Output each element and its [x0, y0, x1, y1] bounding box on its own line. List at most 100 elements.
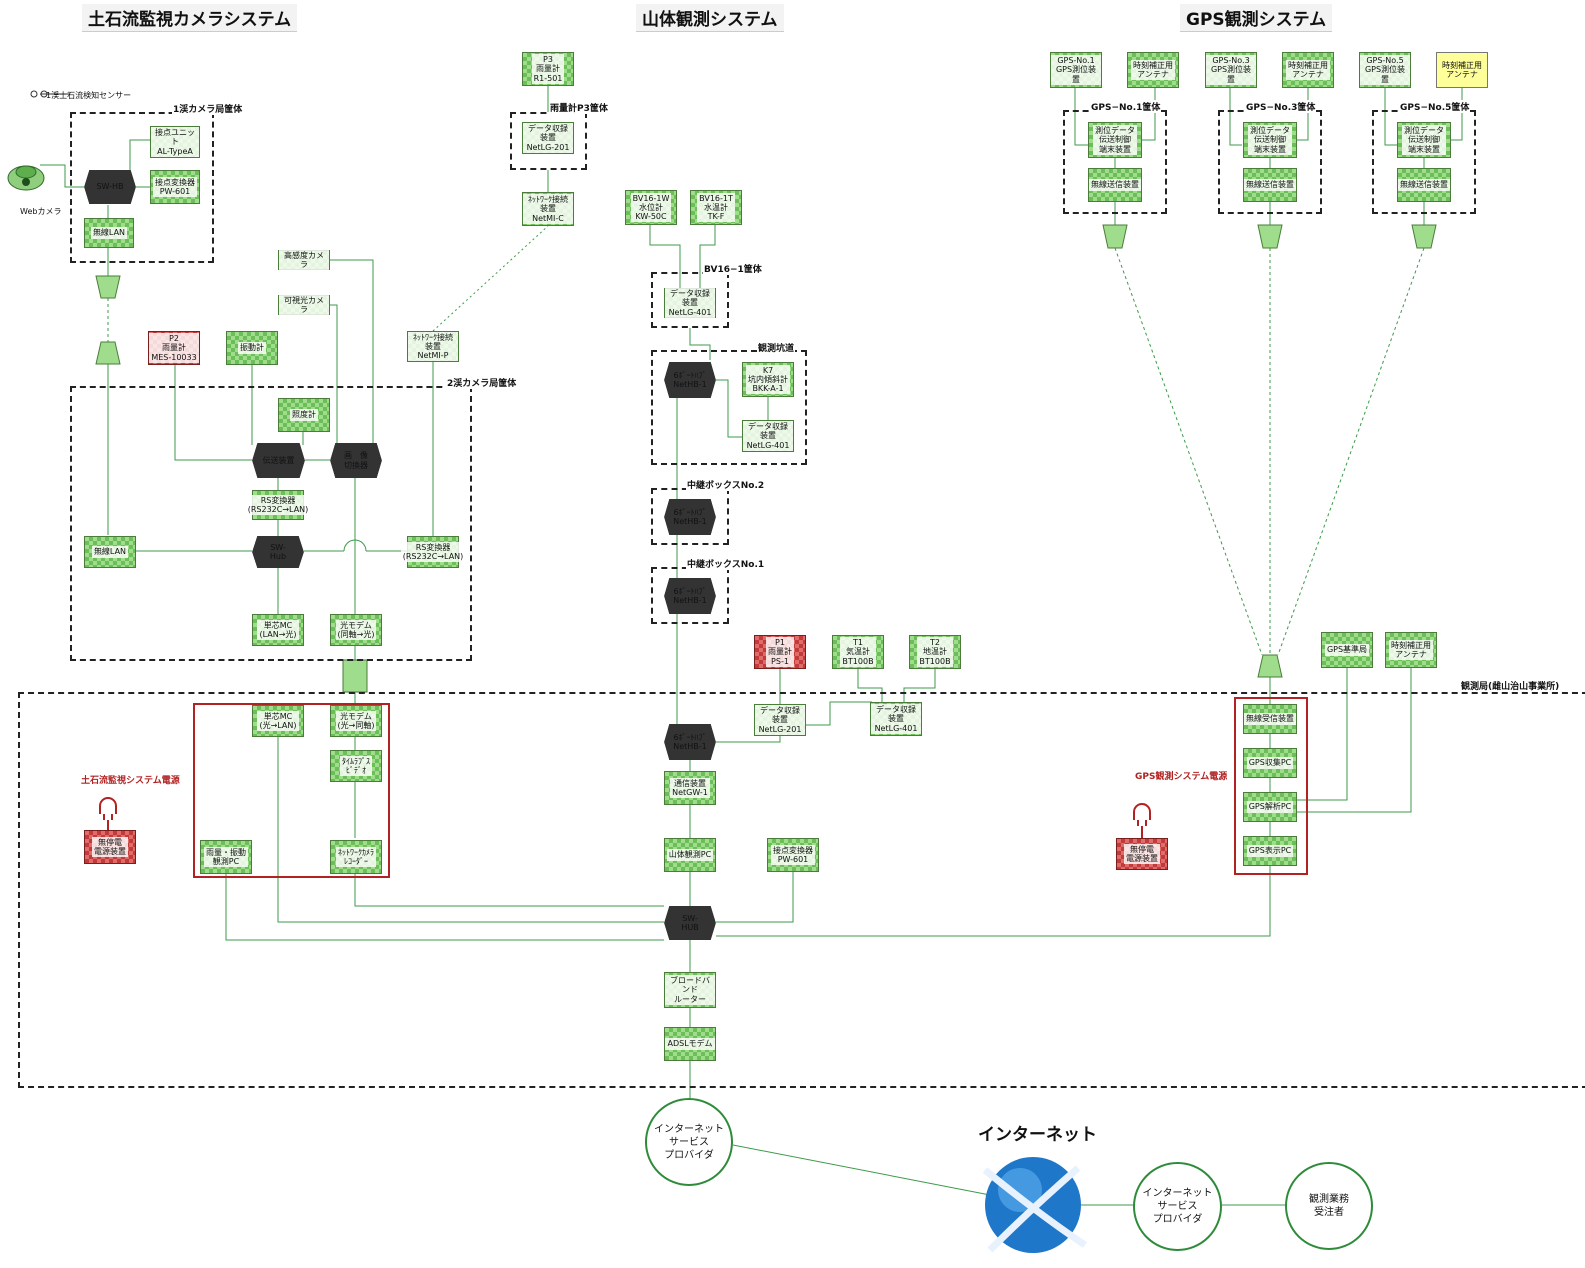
ups-debris: 無停電 電源装置	[84, 830, 136, 864]
main-sw-hub: SW- HUB	[664, 906, 716, 940]
port-hub-b: 6ﾎﾟｰﾄﾊﾌﾞ NetHB-1	[664, 499, 716, 535]
gps-system-title: GPS観測システム	[1180, 4, 1333, 32]
port-hub-a: 6ﾎﾟｰﾄﾊﾌﾞ NetHB-1	[664, 362, 716, 398]
wireless-lan-2: 無線LAN	[84, 536, 136, 568]
optical-modem-1: 光モデム (同軸→光)	[330, 614, 382, 646]
mountain-observation-pc-label: 山体観測PC	[666, 849, 714, 861]
vibration-meter-label: 振動計	[238, 342, 266, 354]
gps-controller-1-label: 測位データ 伝送制御 端末装置	[1093, 125, 1137, 155]
contact-converter-1: 接点変換器 PW-601	[150, 170, 200, 204]
video-switcher-label: 画 像 切換器	[344, 451, 368, 470]
raingauge-p3-enclosure-label: 雨量計P3筐体	[549, 101, 609, 114]
camera2-enclosure-frame	[70, 386, 472, 661]
internet-globe-icon	[982, 1157, 1087, 1253]
sw-hub-2: SW- Hub	[252, 536, 304, 568]
radio-transmitter-5: 無線送信装置	[1397, 168, 1451, 202]
gps-receiver-1-label: GPS-No.1 GPS測位装置	[1051, 55, 1101, 85]
data-logger-netlg401-a-label: データ収録装置 NetLG-401	[665, 288, 715, 318]
netmi-c-label: ﾈｯﾄﾜｰｸ接続装置 NetMI-C	[523, 194, 573, 224]
port-hub-d: 6ﾎﾟｰﾄﾊﾌﾞ NetHB-1	[664, 724, 716, 760]
raingauge-p2-label: P2 雨量計 MES-10033	[149, 333, 199, 363]
tunnel-inclinometer-k7: K7 坑内傾斜計 BKK-A-1	[742, 362, 794, 397]
timelapse-video: ﾀｲﾑﾗﾌﾟｽ ﾋﾞﾃﾞｵ	[330, 750, 382, 782]
observation-station-label: 観測局(雌山治山事業所)	[1460, 679, 1561, 692]
transmission-device-label: 伝送装置	[262, 455, 295, 465]
raingauge-p1-label: P1 雨量計 PS-1	[766, 637, 794, 667]
gps-controller-1: 測位データ 伝送制御 端末装置	[1088, 122, 1142, 158]
data-logger-netlg401-b: データ収録装置 NetLG-401	[742, 420, 794, 452]
visible-light-camera-label: 可視光カメラ	[279, 294, 329, 316]
gps-display-pc: GPS表示PC	[1243, 836, 1297, 866]
time-antenna-5-label: 時刻補正用 アンテナ	[1442, 60, 1482, 79]
time-antenna-base-label: 時刻補正用 アンテナ	[1389, 639, 1433, 661]
port-hub-d-label: 6ﾎﾟｰﾄﾊﾌﾞ NetHB-1	[673, 732, 707, 751]
debris-sensor-label: 1渓土石流検知センサー	[46, 91, 132, 100]
webcam-icon	[7, 165, 45, 191]
tunnel-inclinometer-k7-label: K7 坑内傾斜計 BKK-A-1	[746, 364, 790, 395]
relaybox1-label: 中継ボックスNo.1	[686, 557, 766, 570]
illuminance-meter-label: 照度計	[290, 409, 318, 421]
air-thermometer-t1-label: T1 気温計 BT100B	[840, 637, 876, 667]
data-logger-netlg201-a: データ収録装置 NetLG-201	[522, 122, 574, 154]
wireless-lan-1-label: 無線LAN	[90, 227, 128, 239]
gps5-enclosure-label: GPS−No.5筐体	[1399, 100, 1471, 113]
optical-modem-1-label: 光モデム (同軸→光)	[335, 619, 377, 641]
gps3-enclosure-label: GPS−No.3筐体	[1245, 100, 1317, 113]
vibration-meter: 振動計	[226, 331, 278, 365]
ground-thermometer-t2-label: T2 地温計 BT100B	[917, 637, 953, 667]
broadband-router: ブロードバンド ルーター	[664, 972, 716, 1008]
netgw-label: 通信装置 NetGW-1	[670, 777, 710, 799]
relaybox2-label: 中継ボックスNo.2	[686, 478, 766, 491]
transmission-device: 伝送装置	[252, 443, 305, 478]
broadband-router-label: ブロードバンド ルーター	[665, 975, 715, 1005]
observation-station-frame	[18, 692, 1585, 1088]
time-antenna-3: 時刻補正用 アンテナ	[1282, 52, 1334, 88]
tunnel-frame	[651, 350, 807, 465]
data-logger-netlg201-b: データ収録装置 NetLG-201	[754, 704, 806, 736]
radio-transmitter-5-label: 無線送信装置	[1398, 179, 1450, 191]
network-camera-recorder-label: ﾈｯﾄﾜｰｸｶﾒﾗ ﾚｺｰﾀﾞｰ	[336, 846, 376, 868]
contact-converter-2-label: 接点変換器 PW-601	[771, 844, 815, 866]
data-logger-netlg401-c-label: データ収録装置 NetLG-401	[871, 704, 921, 734]
single-core-mc-2-label: 単芯MC (光→LAN)	[257, 710, 299, 732]
contact-converter-2: 接点変換器 PW-601	[767, 838, 819, 872]
ups-gps-label: 無停電 電源装置	[1124, 843, 1160, 865]
high-sensitivity-camera-label: 高感度カメラ	[279, 249, 329, 271]
data-logger-netlg401-c: データ収録装置 NetLG-401	[870, 702, 922, 736]
raingauge-p3-label: P3 雨量計 R1-501	[531, 54, 565, 84]
timelapse-video-label: ﾀｲﾑﾗﾌﾟｽ ﾋﾞﾃﾞｵ	[340, 755, 372, 777]
water-temperature-meter-label: BV16-1T 水温計 TK-F	[697, 192, 735, 223]
network-connector-netmi-c: ﾈｯﾄﾜｰｸ接続装置 NetMI-C	[522, 192, 574, 226]
time-antenna-1: 時刻補正用 アンテナ	[1127, 52, 1179, 88]
sw-hb-hub: SW-HB	[84, 170, 136, 204]
wireless-lan-2-label: 無線LAN	[91, 546, 129, 558]
main-sw-hub-label: SW- HUB	[681, 913, 699, 932]
raingauge-p1: P1 雨量計 PS-1	[754, 635, 806, 669]
gps-reference-station-label: GPS基準局	[1324, 644, 1370, 656]
port-hub-c: 6ﾎﾟｰﾄﾊﾌﾞ NetHB-1	[664, 578, 716, 614]
radio-receiver-label: 無線受信装置	[1244, 713, 1296, 725]
ups-gps: 無停電 電源装置	[1116, 838, 1168, 870]
gps-receiver-3: GPS-No.3 GPS測位装置	[1205, 52, 1257, 88]
camera1-enclosure-frame	[70, 112, 214, 263]
camera2-enclosure-label: 2渓カメラ局筐体	[446, 376, 518, 389]
air-thermometer-t1: T1 気温計 BT100B	[832, 635, 884, 669]
sw-hb-label: SW-HB	[96, 182, 124, 192]
raingauge-p2: P2 雨量計 MES-10033	[148, 331, 200, 365]
isp-circle-1: インターネット サービス プロバイダ	[645, 1098, 733, 1186]
radio-receiver: 無線受信装置	[1243, 704, 1297, 734]
mountain-system-title: 山体観測システム	[636, 4, 784, 32]
radio-transmitter-1: 無線送信装置	[1088, 168, 1142, 202]
gps-controller-5: 測位データ 伝送制御 端末装置	[1397, 122, 1451, 158]
single-core-mc-1-label: 単芯MC (LAN→光)	[257, 619, 299, 641]
water-level-meter: BV16-1W 水位計 KW-50C	[625, 190, 677, 225]
gps-controller-3: 測位データ 伝送制御 端末装置	[1243, 122, 1297, 158]
gps-receiver-1: GPS-No.1 GPS測位装置	[1050, 52, 1102, 88]
water-temperature-meter: BV16-1T 水温計 TK-F	[690, 190, 742, 225]
camera1-enclosure-label: 1渓カメラ局筐体	[172, 102, 244, 115]
radio-transmitter-1-label: 無線送信装置	[1089, 179, 1141, 191]
network-connector-netmi-p: ﾈｯﾄﾜｰｸ接続装置 NetMI-P	[407, 331, 459, 362]
single-core-mc-2: 単芯MC (光→LAN)	[252, 705, 304, 737]
gps-analysis-pc: GPS解析PC	[1243, 792, 1297, 822]
